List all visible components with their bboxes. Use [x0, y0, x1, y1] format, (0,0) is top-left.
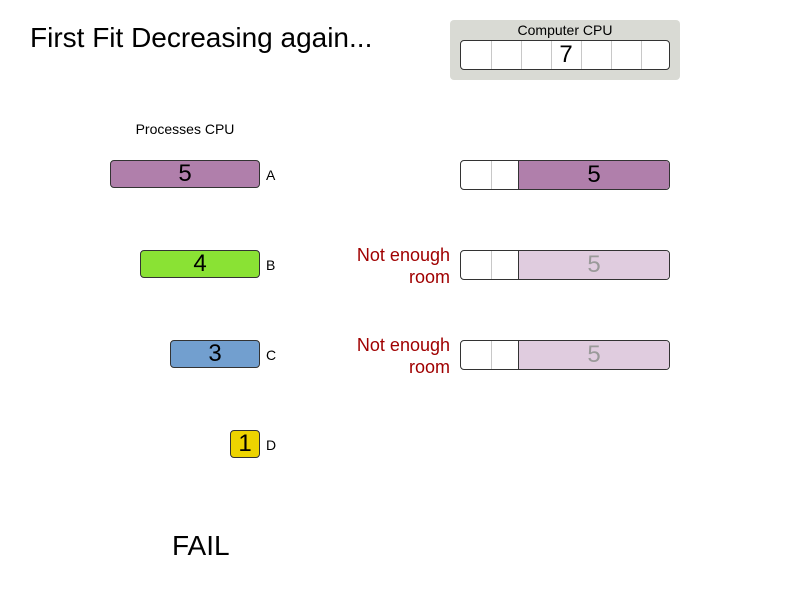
not-enough-room-note-1: Not enough room	[320, 244, 450, 288]
note-2-line-1: Not enough	[356, 335, 450, 355]
note-2-line-2: room	[408, 357, 450, 377]
page-title: First Fit Decreasing again...	[30, 22, 373, 53]
processes-cpu-label: Processes CPU	[135, 121, 235, 137]
not-enough-room-note-2: Not enough room	[320, 334, 450, 378]
slot-1-fill: 5	[518, 161, 669, 189]
note-1-line-2: room	[408, 267, 450, 287]
computer-cpu-bar: 7	[460, 40, 670, 70]
process-b-letter: B	[266, 257, 276, 273]
process-a-letter: A	[266, 167, 276, 183]
computer-slot-2: 5	[460, 250, 670, 280]
process-d-bar: 1	[230, 430, 260, 458]
process-c-letter: C	[266, 347, 277, 363]
process-d-letter: D	[266, 437, 277, 453]
computer-slot-3: 5	[460, 340, 670, 370]
fail-result: FAIL	[172, 530, 230, 561]
process-c-bar: 3	[170, 340, 260, 368]
note-1-line-1: Not enough	[356, 245, 450, 265]
computer-cpu-capacity: 7	[559, 41, 573, 68]
slot-2-fill: 5	[518, 251, 669, 279]
process-a-bar: 5	[110, 160, 260, 188]
computer-cpu-panel: Computer CPU 7	[450, 20, 680, 80]
computer-slot-1: 5	[460, 160, 670, 190]
process-b-bar: 4	[140, 250, 260, 278]
computer-cpu-gridlines	[461, 41, 669, 69]
computer-cpu-label: Computer CPU	[517, 22, 613, 38]
slot-3-fill: 5	[518, 341, 669, 369]
